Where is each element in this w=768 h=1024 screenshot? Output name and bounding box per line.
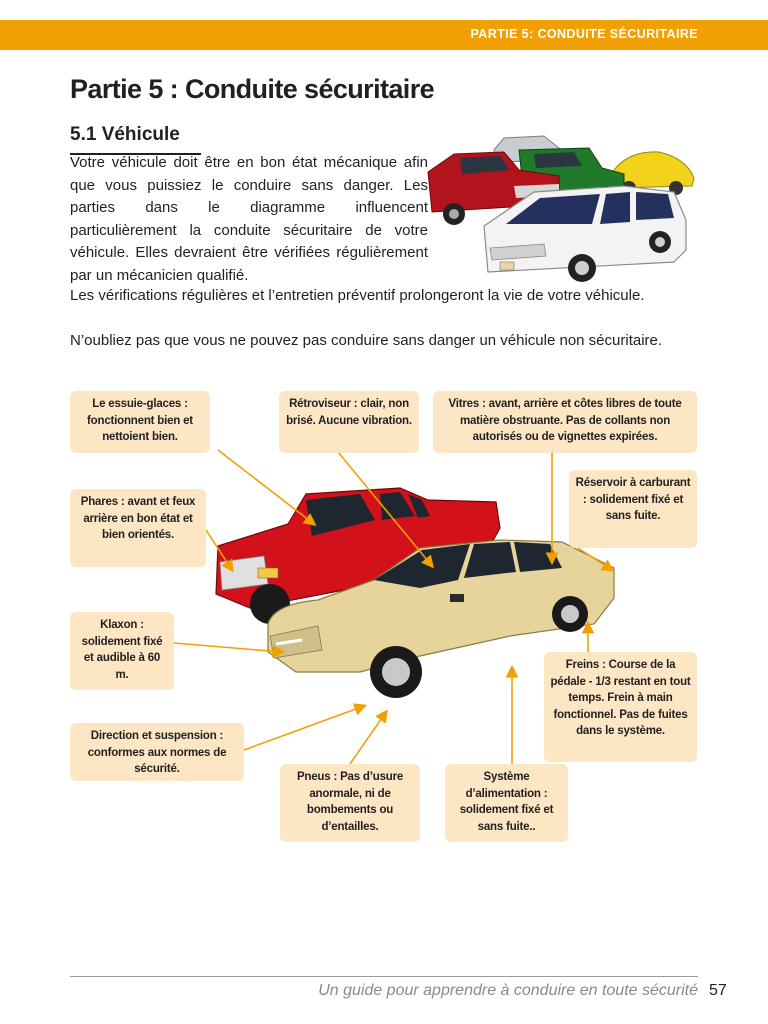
page-number: 57 [709,982,727,999]
callout-fuel-system: Système d’alimentation : solidement fixé… [445,764,568,842]
arrow-tires [349,709,388,765]
callout-fuel-tank: Réservoir à carburant : solidement fixé … [569,470,697,548]
page-title: Partie 5 : Conduite sécuritaire [70,74,435,104]
callout-mirror: Rétroviseur : clair, non brisé. Aucune v… [279,391,419,453]
arrow-fuel-tank [577,547,615,572]
arrow-horn [173,642,286,658]
warning-paragraph: N’oubliez pas que vous ne pouvez pas con… [70,332,663,349]
callout-tires: Pneus : Pas d’usure anormale, ni de bomb… [280,764,420,842]
red-pickup-body [215,487,501,609]
vehicle-group-illustration [427,135,695,282]
callout-lights: Phares : avant et feux arrière en bon ét… [70,489,206,567]
arrow-steering [243,703,368,751]
running-title: PARTIE 5: CONDUITE SÉCURITAIRE [470,27,698,41]
footer-guide-title: Un guide pour apprendre à conduire en to… [318,982,698,999]
arrow-mirror [337,451,435,569]
callout-windows: Vitres : avant, arrière et côtes libres … [433,391,697,453]
arrow-wipers [217,449,317,526]
callout-wipers: Le essuie-glaces : fonctionnent bien et … [70,391,210,453]
arrow-lights [205,529,234,573]
callout-horn: Klaxon : solidement fixé et audible à 60… [70,612,174,690]
intro-paragraph: Votre véhicule doit être en bon état méc… [70,154,428,284]
section-underline [70,153,201,155]
callout-steering: Direction et suspension : conformes aux … [70,723,244,781]
section-heading: 5.1 Véhicule [70,124,180,145]
maintenance-paragraph: Les vérifications régulières et l’entret… [70,287,645,304]
vehicle-diagram-illustration [215,487,615,698]
footer-rule [70,976,698,977]
callout-brakes: Freins : Course de la pédale - 1/3 resta… [544,652,697,762]
header-bar: PARTIE 5: CONDUITE SÉCURITAIRE [0,20,768,50]
